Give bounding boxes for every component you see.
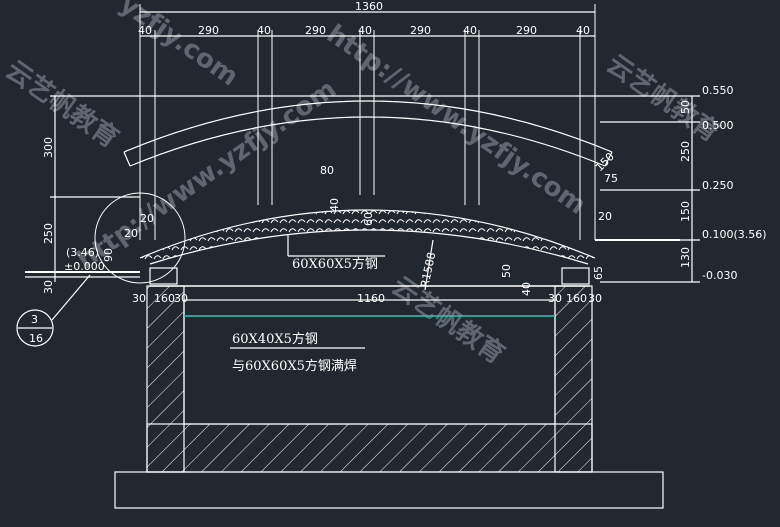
dim-bottom: 30 xyxy=(588,292,602,305)
watermark-layer: yzfjy.com 云艺帆教育 http://www.yzfjy.com 云艺帆… xyxy=(0,0,725,370)
dim-left: 20 xyxy=(124,227,138,240)
elevation: 0.500 xyxy=(702,119,734,132)
arch-steel-label: 60X60X5方钢 xyxy=(292,256,378,272)
dim-top: 40 xyxy=(463,24,477,37)
dim-top: 40 xyxy=(576,24,590,37)
beam-steel-label: 60X40X5方钢 xyxy=(232,331,318,347)
arch-stone-fill xyxy=(140,210,595,264)
dim-detail: 65 xyxy=(592,266,605,280)
dim-detail: 80 xyxy=(320,164,334,177)
radius-label: R1588 xyxy=(418,251,438,289)
elevation: 0.550 xyxy=(702,84,734,97)
dim-bottom: 30 xyxy=(548,292,562,305)
dim-top: 290 xyxy=(516,24,537,37)
concrete-hatch xyxy=(147,286,592,472)
dim-bottom: 30 xyxy=(174,292,188,305)
dim-left: 250 xyxy=(42,223,55,244)
elevation-left: (3.46) xyxy=(66,246,99,259)
dim-top: 290 xyxy=(198,24,219,37)
dim-top: 290 xyxy=(410,24,431,37)
dim-right: 250 xyxy=(679,141,692,162)
dim-bottom: 160 xyxy=(566,292,587,305)
dim-left: 90 xyxy=(102,248,115,262)
dim-top: 40 xyxy=(138,24,152,37)
elevation: 0.100(3.56) xyxy=(702,228,767,241)
dim-top: 40 xyxy=(358,24,372,37)
weld-label: 与60X60X5方钢满焊 xyxy=(232,358,357,374)
dim-detail: 60 xyxy=(362,212,375,226)
dim-right: 130 xyxy=(679,247,692,268)
dim-overall: 1360 xyxy=(355,0,383,13)
dim-left: 20 xyxy=(140,212,154,225)
dim-detail: 75 xyxy=(604,172,618,185)
dim-right: 150 xyxy=(679,201,692,222)
elevation-left: ±0.000 xyxy=(64,260,105,273)
dim-bottom: 1160 xyxy=(357,292,385,305)
dim-top: 290 xyxy=(305,24,326,37)
ref-number: 3 xyxy=(31,313,38,326)
dim-left: 300 xyxy=(42,137,55,158)
dim-bottom: 30 xyxy=(132,292,146,305)
watermark: http://www.yzfjy.com xyxy=(321,19,591,221)
dim-right: 20 xyxy=(598,210,612,223)
watermark: 云艺帆教育 xyxy=(0,54,124,154)
dim-detail: 150 xyxy=(593,150,617,174)
ref-denominator: 16 xyxy=(29,332,43,345)
dim-detail: 40 xyxy=(520,282,533,296)
dim-bottom: 160 xyxy=(154,292,175,305)
watermark: yzfjy.com xyxy=(114,0,244,92)
dimension-text: 1360 40 290 40 290 40 290 40 290 40 300 … xyxy=(29,0,767,345)
elevation: -0.030 xyxy=(702,269,737,282)
dim-top: 40 xyxy=(257,24,271,37)
elevation: 0.250 xyxy=(702,179,734,192)
dim-right: 50 xyxy=(679,100,692,114)
dim-left: 30 xyxy=(42,280,55,294)
watermark: 云艺帆教育 xyxy=(601,48,725,148)
dim-detail: 40 xyxy=(328,198,341,212)
dim-detail: 50 xyxy=(500,264,513,278)
